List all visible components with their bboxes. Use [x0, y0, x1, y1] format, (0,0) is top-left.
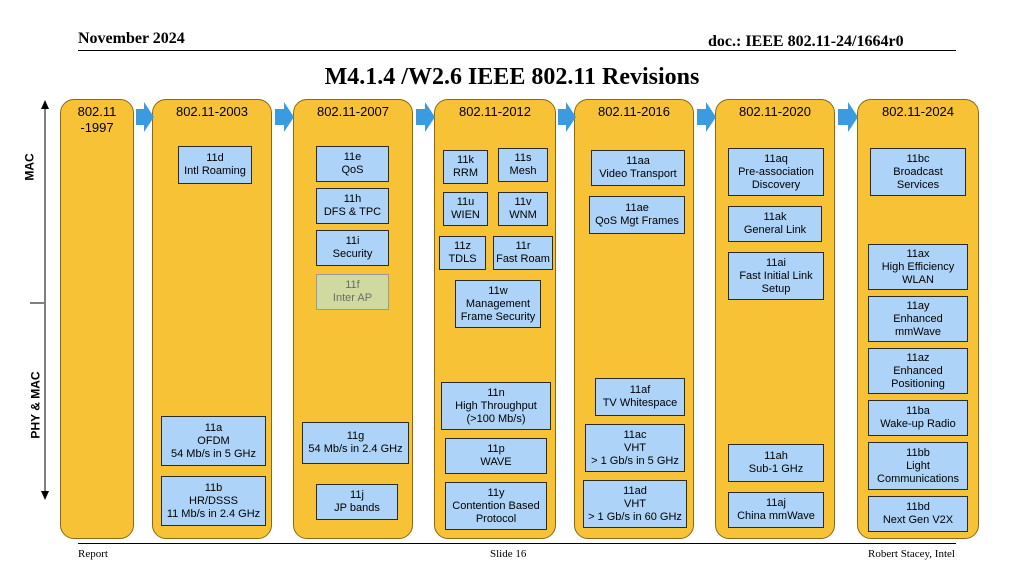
header-date: November 2024 [78, 30, 185, 47]
amendment-box: 11j JP bands [316, 484, 398, 520]
amendment-box: 11ba Wake-up Radio [868, 400, 968, 436]
down-arrow-icon [41, 491, 49, 500]
amendment-box: 11s Mesh [498, 148, 548, 182]
column-802-11-2020: 802.11-2020 11aq Pre-association Discove… [715, 99, 835, 539]
header-doc-id: doc.: IEEE 802.11-24/1664r0 [708, 33, 904, 50]
amendment-box: 11aa Video Transport [591, 150, 685, 186]
amendment-box: 11ai Fast Initial Link Setup [728, 252, 824, 300]
column-label: 802.11-2020 [738, 104, 812, 119]
amendment-box: 11az Enhanced Positioning [868, 348, 968, 394]
amendment-box: 11n High Throughput (>100 Mb/s) [441, 382, 551, 430]
amendment-box: 11aj China mmWave [728, 492, 824, 528]
column-802-11-2012: 802.11-2012 11k RRM 11s Mesh 11u WIEN 11… [434, 99, 556, 539]
amendment-box: 11i Security [316, 230, 389, 266]
amendment-box: 11bc Broadcast Services [870, 148, 966, 196]
amendment-box: 11af TV Whitespace [595, 378, 685, 416]
amendment-box: 11ae QoS Mgt Frames [589, 196, 685, 234]
column-label: 802.11-2012 [458, 104, 532, 119]
amendment-box: 11u WIEN [443, 192, 488, 226]
footer-slide-number: Slide 16 [490, 548, 527, 560]
footer-author: Robert Stacey, Intel [868, 548, 955, 560]
column-label: 802.11-2007 [316, 104, 390, 119]
amendment-box: 11d Intl Roaming [178, 146, 252, 184]
amendment-box: 11aq Pre-association Discovery [728, 148, 824, 196]
amendment-box: 11bd Next Gen V2X [868, 496, 968, 532]
amendment-box: 11v WNM [498, 192, 548, 226]
slide-title: M4.1.4 /W2.6 IEEE 802.11 Revisions [324, 64, 700, 90]
amendment-box: 11ad VHT > 1 Gb/s in 60 GHz [583, 480, 687, 528]
amendment-box: 11ah Sub-1 GHz [728, 444, 824, 482]
up-arrow-icon [41, 100, 49, 109]
amendment-box: 11g 54 Mb/s in 2.4 GHz [302, 422, 409, 464]
column-label: 802.11-2016 [597, 104, 671, 119]
amendment-box: 11ac VHT > 1 Gb/s in 5 GHz [585, 424, 685, 472]
amendment-box: 11h DFS & TPC [316, 188, 389, 224]
amendment-box: 11k RRM [443, 150, 488, 184]
right-arrow-icon [275, 102, 294, 132]
right-arrow-icon [558, 102, 576, 132]
amendment-box: 11e QoS [316, 146, 389, 182]
amendment-box: 11z TDLS [439, 236, 486, 270]
amendment-box: 11ak General Link [728, 206, 822, 242]
amendment-box: 11r Fast Roam [493, 236, 553, 270]
amendment-box: 11a OFDM 54 Mb/s in 5 GHz [161, 416, 266, 466]
column-label: 802.11-2003 [175, 104, 249, 119]
column-802-11-2007: 802.11-2007 11e QoS 11h DFS & TPC 11i Se… [293, 99, 413, 539]
column-802-11-1997: 802.11 -1997 [60, 99, 134, 539]
column-label: 802.11 -1997 [77, 104, 117, 135]
column-802-11-2016: 802.11-2016 11aa Video Transport 11ae Qo… [574, 99, 694, 539]
amendment-box-inactive: 11f Inter AP [316, 274, 389, 310]
right-arrow-icon [136, 102, 154, 132]
column-802-11-2024: 802.11-2024 11bc Broadcast Services 11ax… [857, 99, 979, 539]
right-arrow-icon [838, 102, 858, 132]
column-label: 802.11-2024 [881, 104, 955, 119]
side-axis [30, 100, 49, 500]
amendment-box: 11bb Light Communications [868, 442, 968, 490]
header-divider [78, 50, 956, 51]
right-arrow-icon [697, 102, 716, 132]
amendment-box: 11y Contention Based Protocol [445, 482, 547, 530]
amendment-box: 11ay Enhanced mmWave [868, 296, 968, 342]
amendment-box: 11b HR/DSSS 11 Mb/s in 2.4 GHz [161, 476, 266, 526]
amendment-box: 11p WAVE [445, 438, 547, 474]
footer-divider [78, 543, 956, 544]
amendment-box: 11w Management Frame Security [455, 280, 541, 328]
right-arrow-icon [416, 102, 435, 132]
footer-left: Report [78, 548, 108, 560]
amendment-box: 11ax High Efficiency WLAN [868, 244, 968, 290]
column-802-11-2003: 802.11-2003 11d Intl Roaming 11a OFDM 54… [152, 99, 272, 539]
